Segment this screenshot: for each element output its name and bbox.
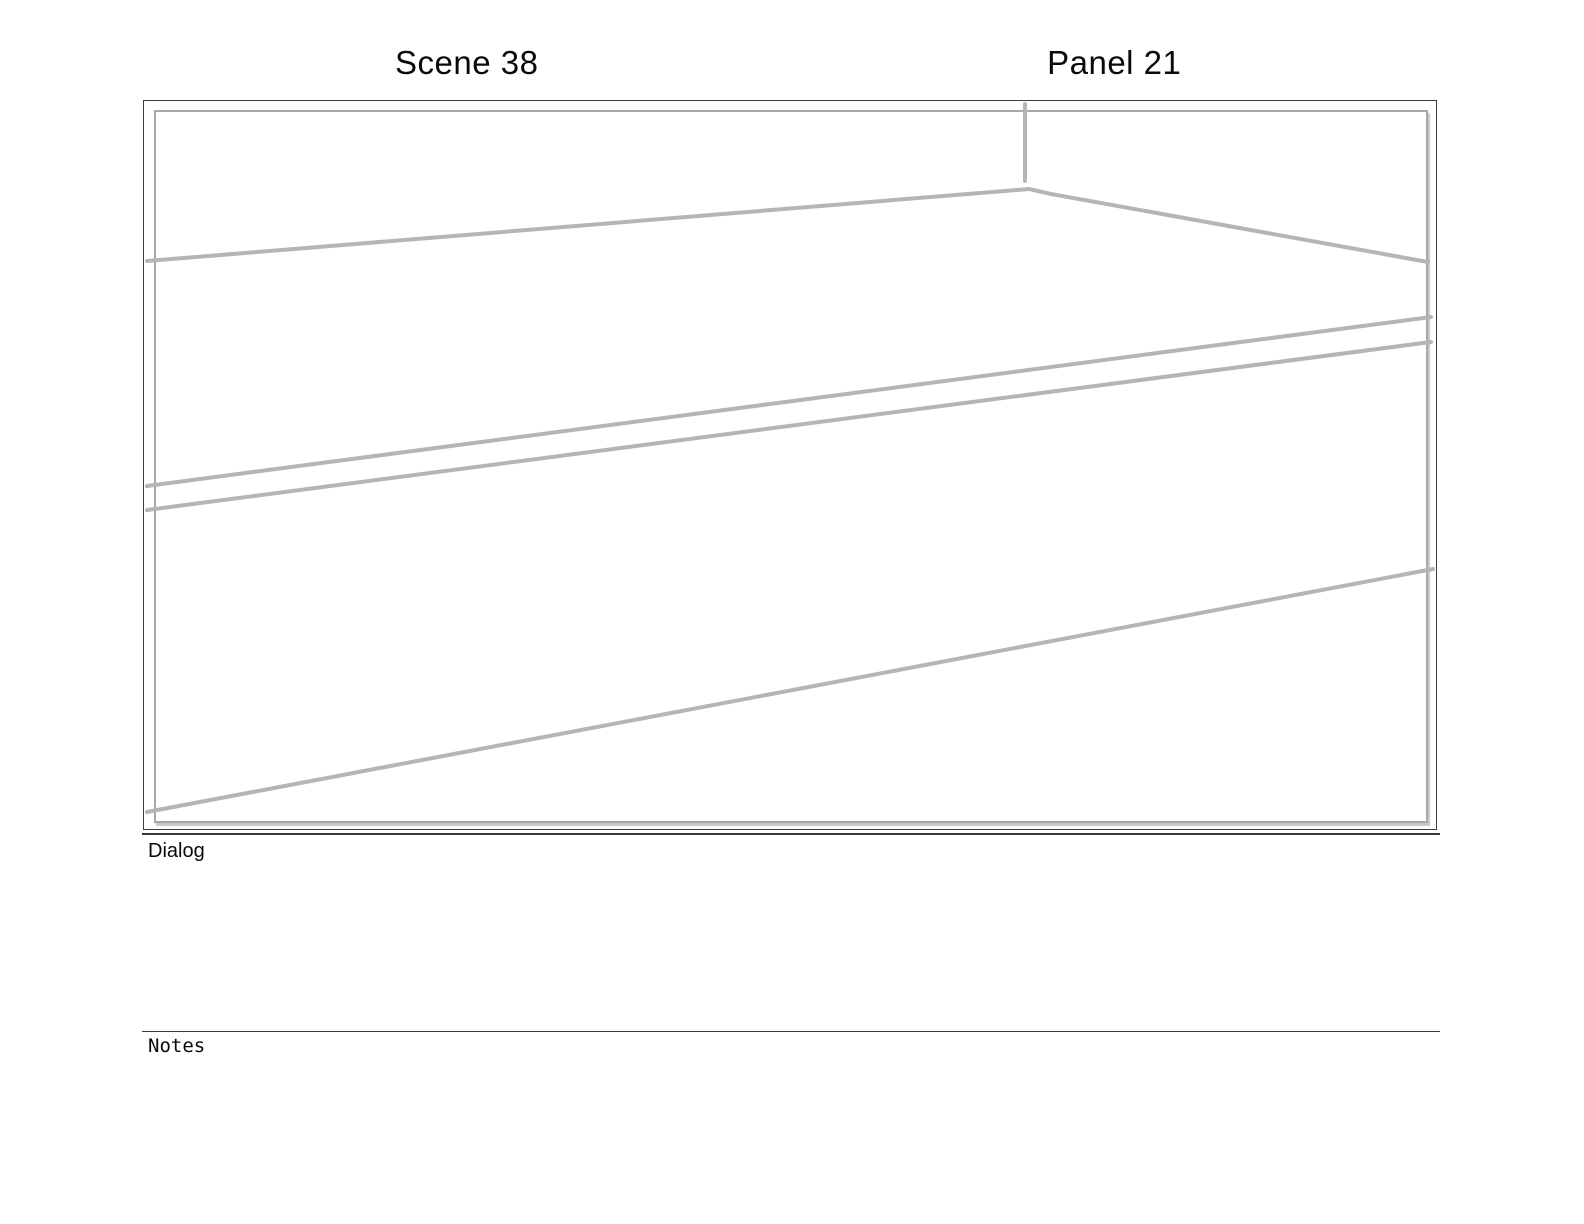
dialog-divider-line (142, 833, 1440, 835)
scene-title: Scene 38 (395, 44, 539, 81)
storyboard-panel-frame (143, 100, 1437, 830)
notes-section-label: Notes (148, 1035, 206, 1057)
notes-divider-line (142, 1031, 1440, 1032)
storyboard-panel-canvas (154, 110, 1428, 823)
dialog-section-label: Dialog (148, 840, 205, 862)
header-titles: Scene 38 Panel 21 (143, 44, 1438, 82)
panel-title: Panel 21 (1047, 44, 1182, 81)
